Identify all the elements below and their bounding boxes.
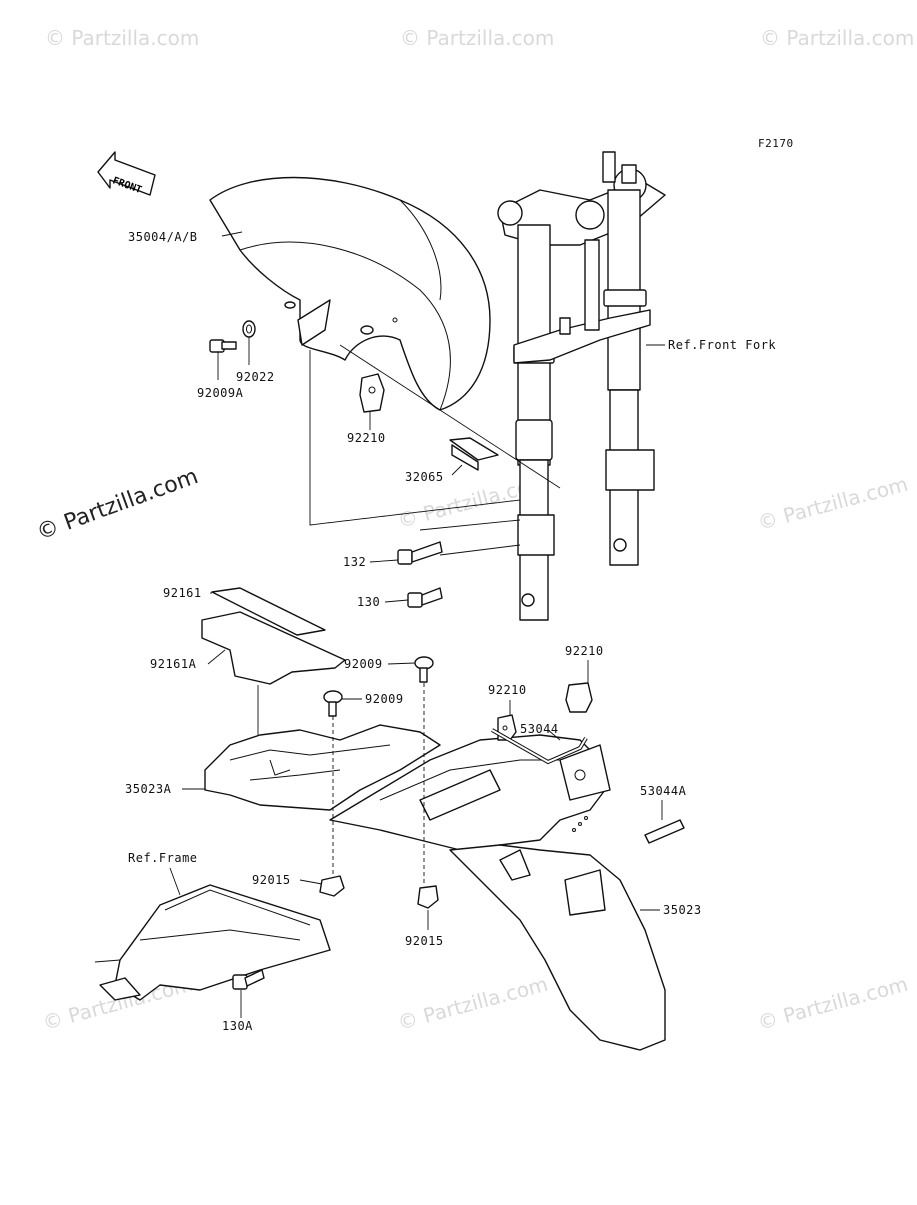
clip-92015 [417,885,439,909]
label-rear-fender: 35023 [663,903,702,917]
nut-92210 [565,682,593,713]
label-bolt-92009: 92009 [344,657,383,671]
label-clip-92015: 92015 [252,873,291,887]
watermark-text: © Partzilla.com [760,26,914,50]
watermark-text: © Partzilla.com [45,26,199,50]
seal-92161A [201,611,346,685]
label-bolt-92009A: 92009A [197,386,244,400]
label-nut-92210: 92210 [565,644,604,658]
inner-fender [204,724,441,811]
watermark-text: © Partzilla.com [755,472,910,535]
watermark-text: © Partzilla.com [755,972,910,1035]
label-hook-53044: 53044 [520,722,559,736]
label-inner-fender: 35023A [125,782,172,796]
label-tube-53044A: 53044A [640,784,687,798]
bolt-130A [232,969,265,990]
front-arrow-icon: FRONT [97,151,156,196]
label-plate-32065: 32065 [405,470,444,484]
rear-fender [329,734,666,1051]
label-ref-frame: Ref.Frame [128,851,198,865]
hook-53044 [491,728,588,765]
label-nut-92210: 92210 [488,683,527,697]
label-bolt-130A: 130A [222,1019,253,1033]
label-washer-92022: 92022 [236,370,275,384]
label-bolt-92009: 92009 [365,692,404,706]
plate-32065 [449,437,499,471]
watermark-layer: © Partzilla.com © Partzilla.com © Partzi… [34,26,915,1035]
watermark-text: © Partzilla.com [395,972,550,1035]
label-ref-front-fork: Ref.Front Fork [668,338,776,352]
front-fork [497,151,666,621]
bolt-132 [397,541,443,565]
label-clip-92015: 92015 [405,934,444,948]
tube-53044A [644,819,685,844]
bolt-92009 [414,656,434,683]
part-labels: 35004/A/B 92009A 92022 92210 32065 132 1… [125,230,776,1033]
label-seal-92161: 92161 [163,586,202,600]
bolt-92009 [323,690,343,717]
label-bolt-130: 130 [357,595,380,609]
watermark-main: © Partzilla.com [34,464,202,546]
bolt-130 [407,587,443,608]
frame [94,884,331,1001]
front-fender [209,176,491,411]
diagram-code: F2170 [758,137,794,150]
nut-92210 [359,373,385,413]
leader-lines [169,231,665,1018]
seal-92161 [211,587,326,636]
clip-92015 [319,875,345,897]
label-front-fender: 35004/A/B [128,230,198,244]
bolt-92009A [209,339,237,353]
label-bolt-132: 132 [343,555,366,569]
label-seal-92161A: 92161A [150,657,197,671]
watermark-text: © Partzilla.com [400,26,554,50]
washer-92022 [242,320,256,338]
label-nut-92210: 92210 [347,431,386,445]
